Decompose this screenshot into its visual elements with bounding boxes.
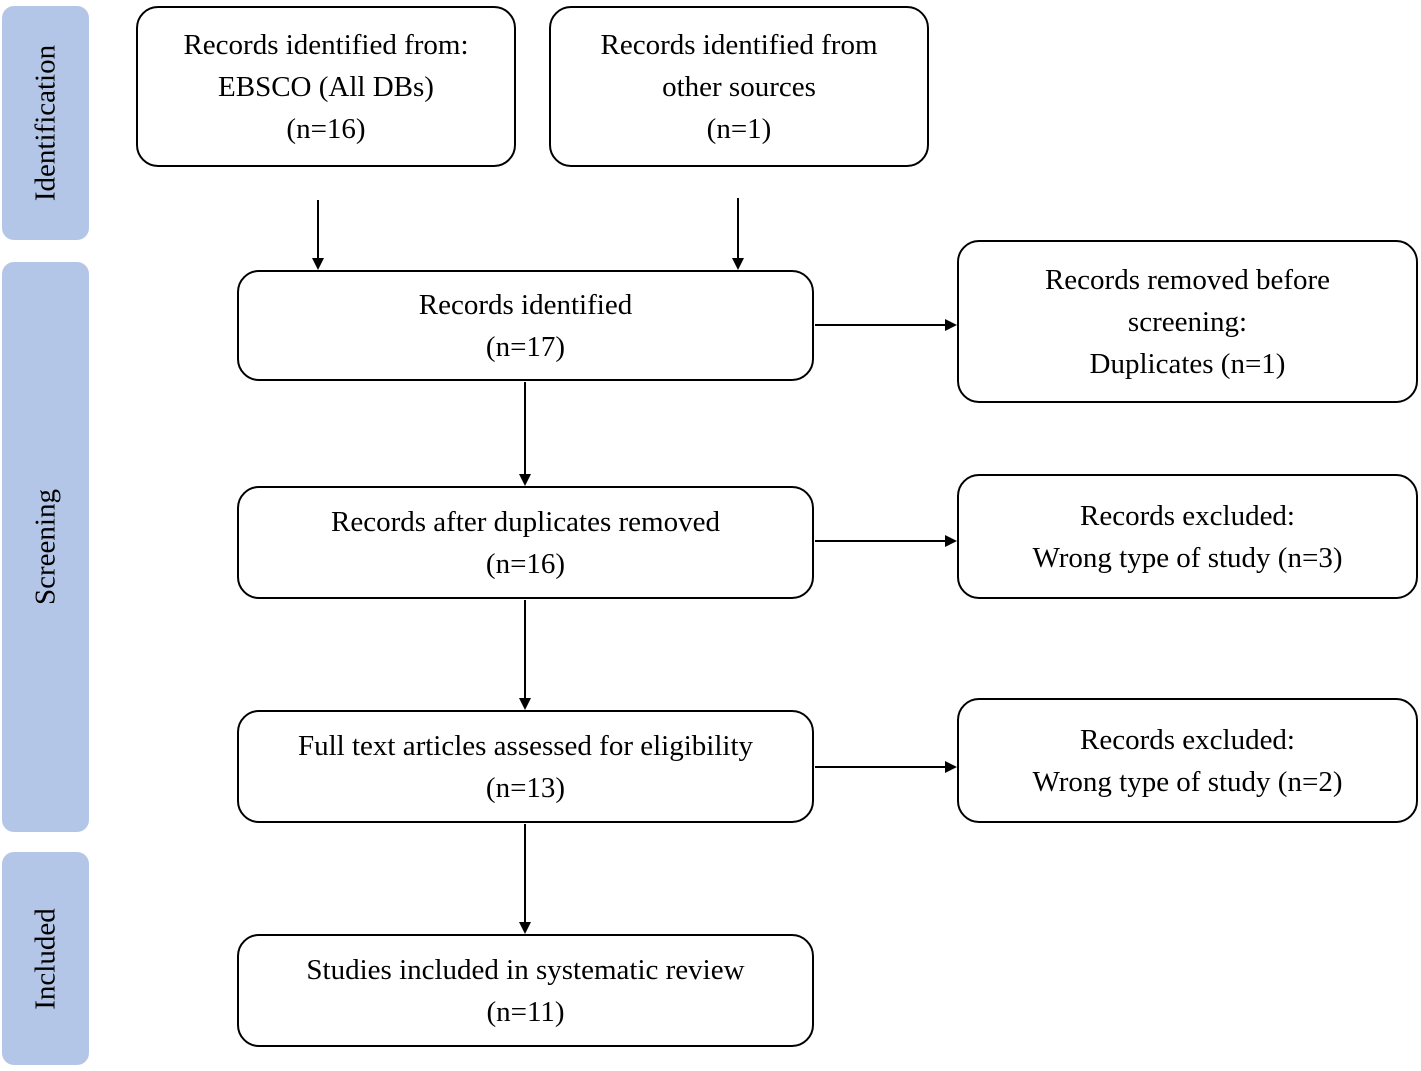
box-line: Records identified from (600, 28, 878, 61)
box-records-identified: Records identified (n=17) (237, 270, 814, 381)
box-line: screening: (1127, 305, 1248, 338)
phase-identification-label: Identification (29, 44, 61, 202)
box-count: (n=11) (486, 995, 565, 1028)
box-records-after-duplicates: Records after duplicates removed (n=16) (237, 486, 814, 599)
box-records-excluded-2: Records excluded: Wrong type of study (n… (957, 698, 1418, 823)
phase-identification: Identification (2, 6, 89, 240)
box-count: (n=16) (485, 547, 566, 580)
box-count: Duplicates (n=1) (1089, 347, 1286, 380)
phase-screening-label: Screening (29, 489, 61, 605)
box-count: (n=1) (706, 112, 772, 145)
box-line: other sources (662, 70, 816, 103)
phase-included-label: Included (29, 907, 61, 1010)
box-full-text-assessed: Full text articles assessed for eligibil… (237, 710, 814, 823)
box-line: Studies included in systematic review (306, 953, 745, 986)
box-line: Records removed before (1044, 263, 1331, 296)
box-records-excluded-1: Records excluded: Wrong type of study (n… (957, 474, 1418, 599)
box-count: (n=16) (286, 112, 366, 145)
box-records-ebsco: Records identified from: EBSCO (All DBs)… (136, 6, 516, 167)
box-line: Full text articles assessed for eligibil… (297, 729, 754, 762)
box-line: Records after duplicates removed (331, 505, 720, 538)
box-count: Wrong type of study (n=3) (1032, 541, 1343, 574)
box-line: Records excluded: (1079, 499, 1295, 532)
box-count: (n=13) (485, 771, 566, 804)
phase-screening: Screening (2, 262, 89, 832)
box-count: Wrong type of study (n=2) (1032, 765, 1343, 798)
box-line: Records excluded: (1079, 723, 1295, 756)
phase-included: Included (2, 852, 89, 1065)
box-line: EBSCO (All DBs) (218, 70, 434, 103)
box-count: (n=17) (485, 330, 566, 363)
box-records-other-sources: Records identified from other sources (n… (549, 6, 929, 167)
box-line: Records identified (418, 288, 633, 321)
box-line: Records identified from: (183, 28, 469, 61)
box-records-removed-before-screening: Records removed before screening: Duplic… (957, 240, 1418, 403)
box-studies-included: Studies included in systematic review (n… (237, 934, 814, 1047)
